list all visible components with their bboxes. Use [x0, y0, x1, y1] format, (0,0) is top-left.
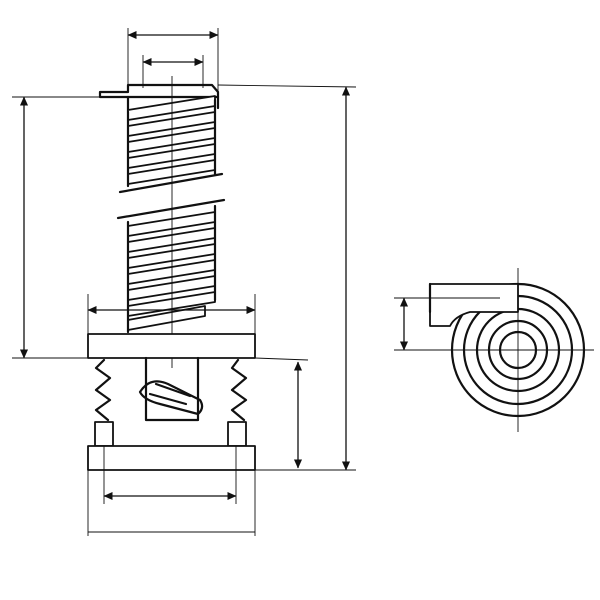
- front-section-view: [87, 76, 256, 471]
- spring-break-lines: [116, 172, 226, 220]
- post-left: [94, 421, 114, 447]
- inner-socket: [138, 356, 204, 422]
- total-height-dim: [217, 84, 357, 471]
- base-extension-lines: [87, 470, 256, 536]
- spring-height-dim: [12, 96, 100, 359]
- side-spring-left: [94, 358, 112, 422]
- side-spring-right: [230, 358, 248, 422]
- tab-height-dim: [394, 297, 440, 351]
- base-width-dim: [87, 294, 256, 334]
- top-view: [428, 268, 594, 432]
- inner-diameter-dim: [142, 55, 204, 88]
- outer-diameter-dim: [127, 28, 219, 92]
- spring-coils-lower: [126, 204, 217, 334]
- socket-height-dim: [254, 357, 309, 469]
- base-plate: [87, 445, 256, 471]
- dimension-lines: [12, 28, 440, 536]
- spring-tab: [428, 282, 519, 327]
- housing-cap: [87, 333, 256, 359]
- post-right: [227, 421, 247, 447]
- spring-coils-upper: [126, 95, 217, 188]
- inner-base-width-dim: [103, 470, 237, 504]
